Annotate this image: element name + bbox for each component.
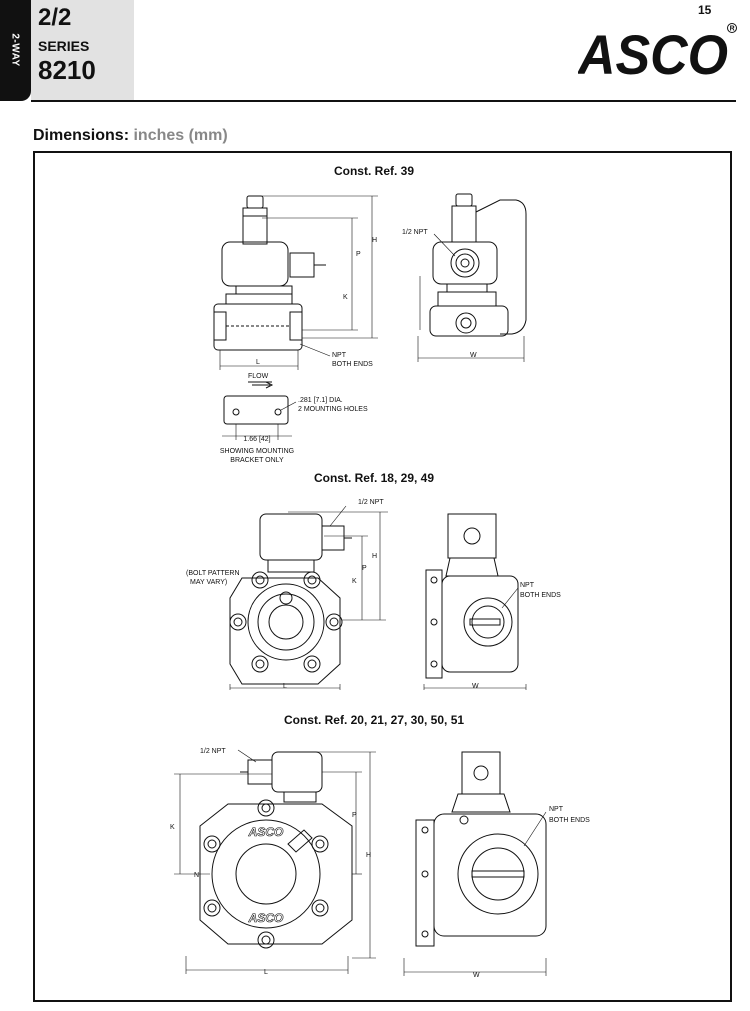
bolt-note-1: (BOLT PATTERN [186,570,240,577]
npt-ends-2a: NPT [520,582,535,589]
dim-w-1: W [470,352,477,359]
npt-ends-1a: NPT [332,352,347,359]
dim-w-3: W [473,972,480,979]
dim-h-3: H [366,852,371,859]
flow-label: FLOW [248,373,269,380]
dim-l-2: L [283,683,287,690]
dim-p-2: P [362,565,367,572]
dim-k-2: K [352,578,357,585]
side-tab: 2-WAY [0,0,31,101]
holes-label-1: .281 [7.1] DIA. [298,397,343,404]
dim-h-1: H [372,237,377,244]
npt-ends-3b: BOTH ENDS [549,817,590,824]
header-rule [31,100,736,102]
drawing-3-title: Const. Ref. 20, 21, 27, 30, 50, 51 [284,713,464,727]
page-number: 15 [698,3,712,17]
drawing-39-bracket-view [222,381,297,440]
series-number: 8210 [38,55,96,85]
cast-logo-top: ASCO [248,825,284,839]
dim-l-3: L [264,969,268,976]
drawing-20-front-view [174,749,376,974]
way-label: 2/2 [38,4,72,31]
drawing-39-side-view [417,193,527,362]
dimensions-title: Dimensions: inches (mm) [33,127,228,145]
cast-logo-bottom: ASCO [248,911,284,925]
svg-text:R: R [730,26,735,33]
dim-k-1: K [343,294,348,301]
drawing-1-title: Const. Ref. 39 [334,164,414,178]
drawing-18-front-view [229,505,388,690]
body-mark: N [194,872,199,879]
dim-l-1: L [256,359,260,366]
npt-ends-3a: NPT [549,806,564,813]
dimensions-units: inches (mm) [133,127,228,144]
dim-p-3: P [352,812,357,819]
drawing-2-title: Const. Ref. 18, 29, 49 [314,471,434,485]
bolt-note-2: MAY VARY) [190,579,227,586]
bracket-note-2: BRACKET ONLY [230,457,284,464]
bracket-note-1: SHOWING MOUNTING [220,448,294,455]
holes-label-2: 2 MOUNTING HOLES [298,406,368,413]
npt-label-1: 1/2 NPT [402,229,428,236]
brand-logo-text: ASCO [578,23,728,80]
drawing-18-side-view [423,513,527,690]
drawing-39-front-view [213,195,378,370]
dim-k-3: K [170,824,175,831]
dim-h-2: H [372,553,377,560]
drawings-frame [33,151,732,1002]
registered-icon [727,23,737,33]
series-box: 2/2 SERIES 8210 [31,0,134,101]
drawing-20-side-view [403,751,547,976]
dim-w-2: W [472,683,479,690]
dimensions-label: Dimensions: [33,127,130,144]
npt-ends-2b: BOTH ENDS [520,592,561,599]
npt-ends-1b: BOTH ENDS [332,361,373,368]
dim-p-1: P [356,251,361,258]
npt-label-2: 1/2 NPT [358,499,384,506]
bracket-dimension: 1.66 [42] [243,436,270,443]
brand-logo: ASCO R [578,23,737,80]
npt-label-3: 1/2 NPT [200,748,226,755]
series-label: SERIES [38,38,90,54]
